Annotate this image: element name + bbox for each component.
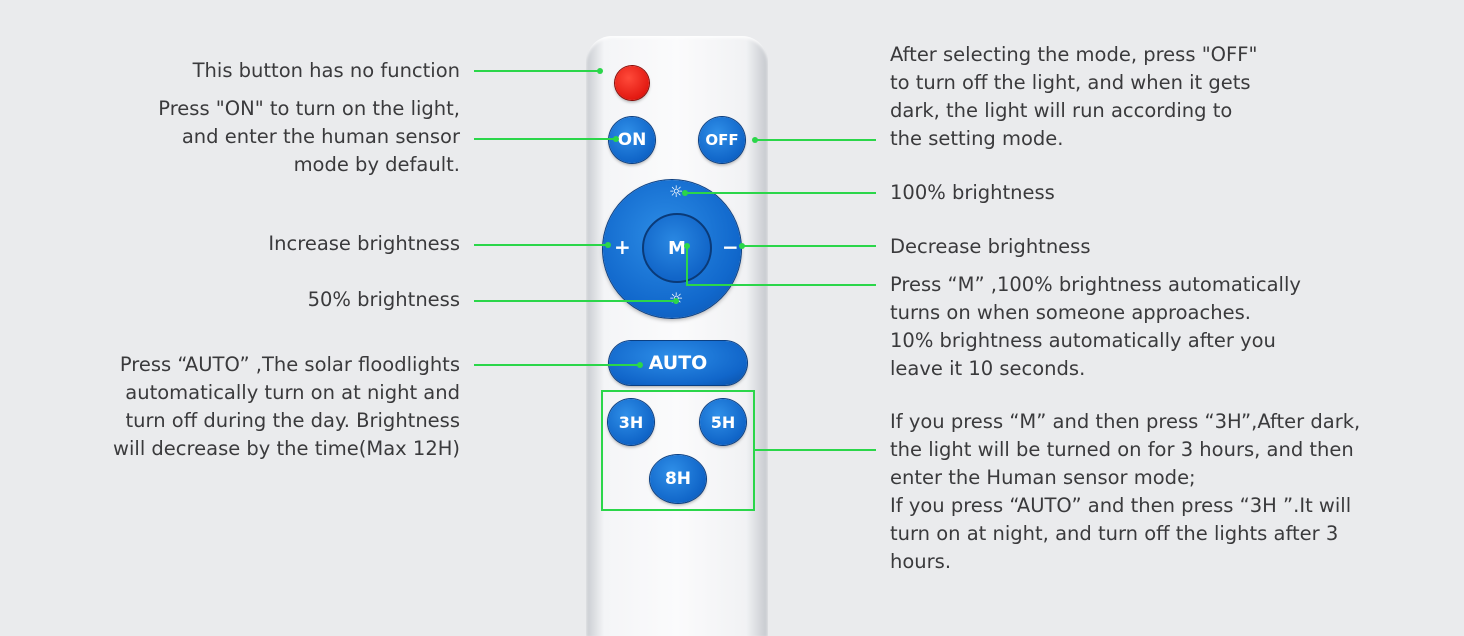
annotation-auto-button: Press “AUTO” ,The solar floodlights auto… <box>113 353 460 460</box>
sun-full-brightness-icon[interactable]: ☼ <box>669 182 684 201</box>
annotation-100-brightness: 100% brightness <box>890 181 1055 204</box>
m-button[interactable]: M <box>642 213 712 283</box>
annotation-m-button: Press “M” ,100% brightness automatically… <box>890 273 1301 380</box>
unused-red-button[interactable] <box>615 66 649 100</box>
annotation-50-brightness: 50% brightness <box>307 288 460 311</box>
annotation-timer-buttons: If you press “M” and then press “3H”,Aft… <box>890 410 1361 573</box>
annotation-on-button: Press "ON" to turn on the light, and ent… <box>158 97 460 176</box>
annotation-off-button: After selecting the mode, press "OFF" to… <box>890 43 1258 150</box>
timer-5h-button[interactable]: 5H <box>700 399 746 445</box>
timer-3h-button[interactable]: 3H <box>608 399 654 445</box>
off-button[interactable]: OFF <box>699 117 745 163</box>
timer-buttons-highlight <box>601 390 755 511</box>
minus-icon[interactable]: − <box>722 235 739 259</box>
annotation-decrease-brightness: Decrease brightness <box>890 235 1091 258</box>
leader-lines <box>474 68 876 451</box>
plus-icon[interactable]: + <box>614 235 631 259</box>
annotation-no-function: This button has no function <box>192 59 460 82</box>
auto-button[interactable]: AUTO <box>609 341 747 385</box>
timer-8h-button[interactable]: 8H <box>650 455 706 503</box>
annotation-increase-brightness: Increase brightness <box>268 232 460 255</box>
